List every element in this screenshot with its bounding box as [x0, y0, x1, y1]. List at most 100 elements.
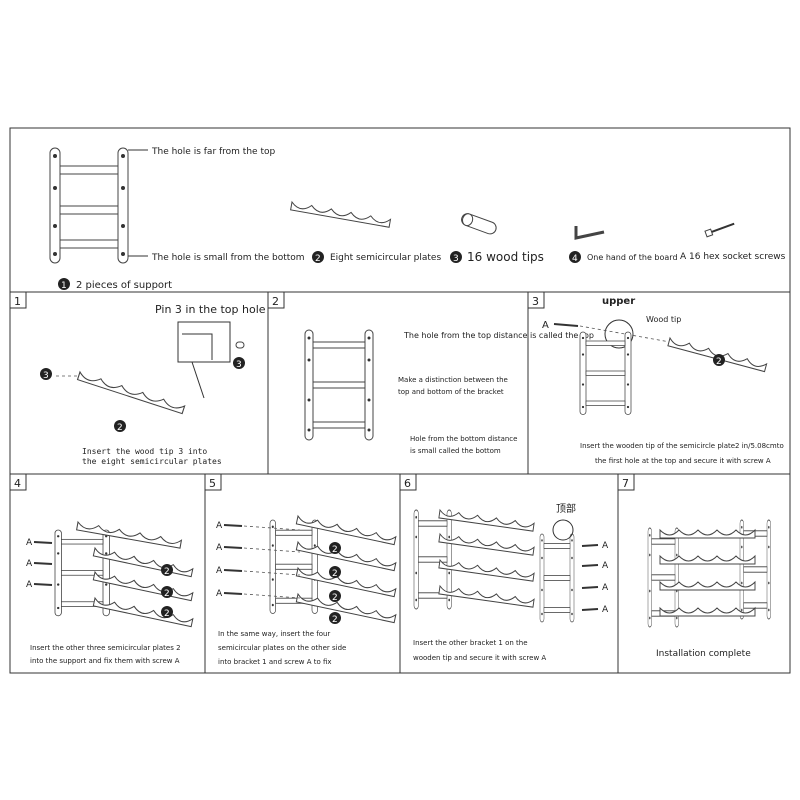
step-4-screws: A A A: [26, 538, 53, 590]
svg-text:2: 2: [117, 423, 123, 433]
step-5-text-line-3: into bracket 1 and screw A to fix: [218, 658, 332, 666]
svg-text:2 pieces of support: 2 pieces of support: [76, 280, 172, 291]
svg-text:2: 2: [332, 545, 338, 555]
step-4-tag: 4: [9, 473, 27, 491]
svg-text:One hand of the board: One hand of the board: [587, 253, 678, 262]
step-1-zoom-box: [177, 321, 231, 363]
svg-text:A: A: [216, 566, 223, 576]
step-4-bracket: [54, 529, 110, 617]
support-bracket-drawing: [49, 147, 148, 264]
step-4-text-line-2: into the support and fix them with screw…: [30, 657, 180, 665]
svg-text:2: 2: [332, 593, 338, 603]
step-1-plate: [76, 371, 186, 415]
step-3-zoom-circle: [604, 319, 634, 349]
svg-text:2: 2: [315, 254, 321, 264]
svg-text:A: A: [26, 538, 33, 548]
svg-text:6: 6: [404, 477, 411, 490]
step-2-note-mid-2: top and bottom of the bracket: [398, 388, 504, 396]
svg-text:3: 3: [236, 360, 242, 370]
part-2-label: 2 Eight semicircular plates: [312, 251, 441, 264]
svg-text:A: A: [602, 583, 609, 593]
svg-text:1: 1: [61, 281, 67, 291]
step-3-screw-label: A: [542, 320, 549, 331]
step-4-plates: [76, 521, 194, 628]
svg-text:5: 5: [209, 477, 216, 490]
svg-text:2: 2: [164, 567, 170, 577]
support-bottom-note: The hole is small from the bottom: [151, 253, 305, 263]
step-6-rack: [413, 509, 575, 623]
svg-text:2: 2: [164, 589, 170, 599]
step-6-top-label: 顶部: [556, 502, 576, 515]
svg-text:16 wood tips: 16 wood tips: [467, 250, 544, 264]
svg-text:4: 4: [572, 254, 578, 264]
step-7-tag: 7: [617, 473, 635, 491]
step-6-tag: 6: [399, 473, 417, 491]
hex-key-drawing: [574, 226, 605, 240]
step-5-text-line-2: semicircular plates on the other side: [218, 644, 346, 652]
svg-text:2: 2: [164, 609, 170, 619]
step-6-screws: A A A A: [581, 541, 609, 615]
step-5-text-line-1: In the same way, insert the four: [218, 630, 330, 638]
step-1-tag: 1: [9, 291, 27, 309]
step-5-bracket: [269, 519, 319, 614]
step-2-note-bottom-1: Hole from the bottom distance: [410, 435, 517, 443]
step-7-completed-rack: [647, 519, 772, 628]
step-5-badges: 2 2 2 2: [329, 542, 341, 625]
part-4-label: 4 One hand of the board: [569, 251, 678, 264]
wood-tip-drawing: [461, 213, 497, 235]
step-2-note-mid-1: Make a distinction between the: [398, 376, 508, 384]
step-1-zoom-detail: [182, 333, 245, 360]
step-7-text: Installation complete: [656, 649, 751, 659]
step-5-tag: 5: [204, 473, 222, 491]
support-top-note: The hole is far from the top: [151, 147, 275, 157]
svg-text:2: 2: [332, 569, 338, 579]
svg-text:A: A: [216, 589, 223, 599]
step-2-bracket: [304, 329, 374, 441]
svg-text:3: 3: [43, 371, 49, 381]
svg-text:2: 2: [332, 615, 338, 625]
step-2-tag: 2: [267, 291, 285, 309]
semicircular-plate-drawing: [290, 201, 391, 228]
svg-text:A: A: [216, 521, 223, 531]
step-1-badge-3-left: 3: [40, 368, 52, 381]
svg-text:2: 2: [716, 357, 722, 367]
svg-text:3: 3: [532, 295, 539, 308]
step-3-text-line-2: the first hole at the top and secure it …: [595, 457, 771, 465]
step-4-badges: 2 2 2: [161, 564, 173, 619]
step-2-note-bottom-2: is small called the bottom: [410, 447, 501, 455]
svg-text:7: 7: [622, 477, 629, 490]
svg-text:1: 1: [14, 295, 21, 308]
step-1-zoom-leader: [191, 361, 205, 399]
svg-text:3: 3: [453, 254, 459, 264]
svg-text:A: A: [216, 543, 223, 553]
step-3-screw: [553, 323, 579, 327]
hex-screw-drawing: [704, 222, 735, 238]
step-6-text-line-2: wooden tip and secure it with screw A: [413, 654, 546, 662]
svg-text:Eight semicircular plates: Eight semicircular plates: [330, 253, 441, 263]
step-5-screws: A A A A: [216, 521, 301, 599]
step-3-text-line-1: Insert the wooden tip of the semicircle …: [580, 442, 784, 450]
step-3-upper-label: upper: [602, 296, 635, 307]
step-1-callout: Pin 3 in the top hole: [155, 303, 266, 316]
svg-text:4: 4: [14, 477, 21, 490]
step-1-text-line-1: Insert the wood tip 3 into: [82, 447, 207, 456]
svg-text:A: A: [26, 580, 33, 590]
svg-text:A: A: [602, 541, 609, 551]
svg-text:A: A: [26, 559, 33, 569]
step-2-note-top: The hole from the top distance is called…: [403, 331, 594, 340]
part-1-label: 1 2 pieces of support: [58, 278, 172, 291]
part-5-label: A 16 hex socket screws: [680, 252, 786, 262]
step-6-zoom-circle: [552, 519, 574, 541]
step-3-tag: 3: [527, 291, 545, 309]
step-1-badge-2: 2: [114, 420, 126, 433]
step-3-badge-2: 2: [713, 354, 725, 367]
step-1-badge-3: 3: [233, 357, 245, 370]
svg-text:2: 2: [272, 295, 279, 308]
step-4-text-line-1: Insert the other three semicircular plat…: [30, 644, 181, 652]
svg-text:A: A: [602, 605, 609, 615]
step-1-text-line-2: the eight semicircular plates: [82, 457, 222, 466]
svg-text:A: A: [602, 561, 609, 571]
step-3-bracket: [579, 331, 632, 415]
part-3-label: 3 16 wood tips: [450, 250, 544, 264]
